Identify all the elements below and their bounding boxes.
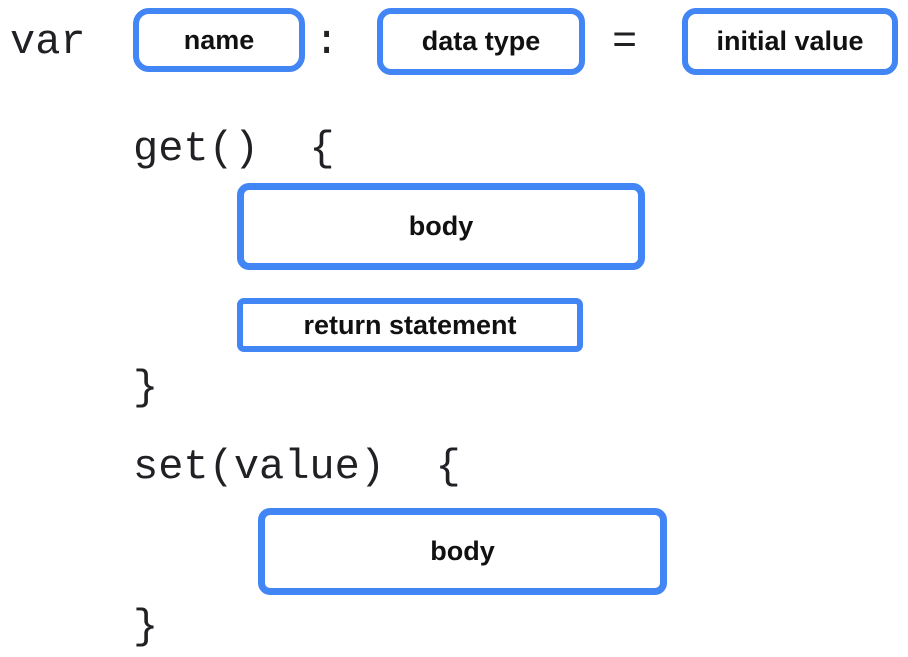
getter-signature: get() { (133, 125, 335, 173)
return-statement-placeholder-box: return statement (237, 298, 583, 352)
var-keyword: var (10, 18, 86, 66)
colon-separator: : (314, 18, 340, 66)
data-type-placeholder-label: data type (421, 26, 541, 56)
setter-signature: set(value) { (133, 443, 461, 491)
setter-body-placeholder-label: body (430, 536, 495, 566)
name-placeholder-label: name (183, 24, 255, 55)
equals-sign: = (612, 18, 638, 66)
getter-closing-brace: } (133, 364, 159, 412)
getter-body-placeholder-label: body (408, 211, 474, 241)
name-placeholder-box: name (133, 8, 305, 72)
data-type-placeholder-box: data type (377, 8, 585, 75)
setter-closing-brace: } (133, 603, 159, 651)
return-statement-placeholder-label: return statement (303, 309, 517, 340)
getter-body-placeholder-box: body (237, 183, 645, 270)
initial-value-placeholder-label: initial value (716, 26, 864, 56)
initial-value-placeholder-box: initial value (682, 8, 898, 75)
setter-body-placeholder-box: body (258, 508, 667, 595)
